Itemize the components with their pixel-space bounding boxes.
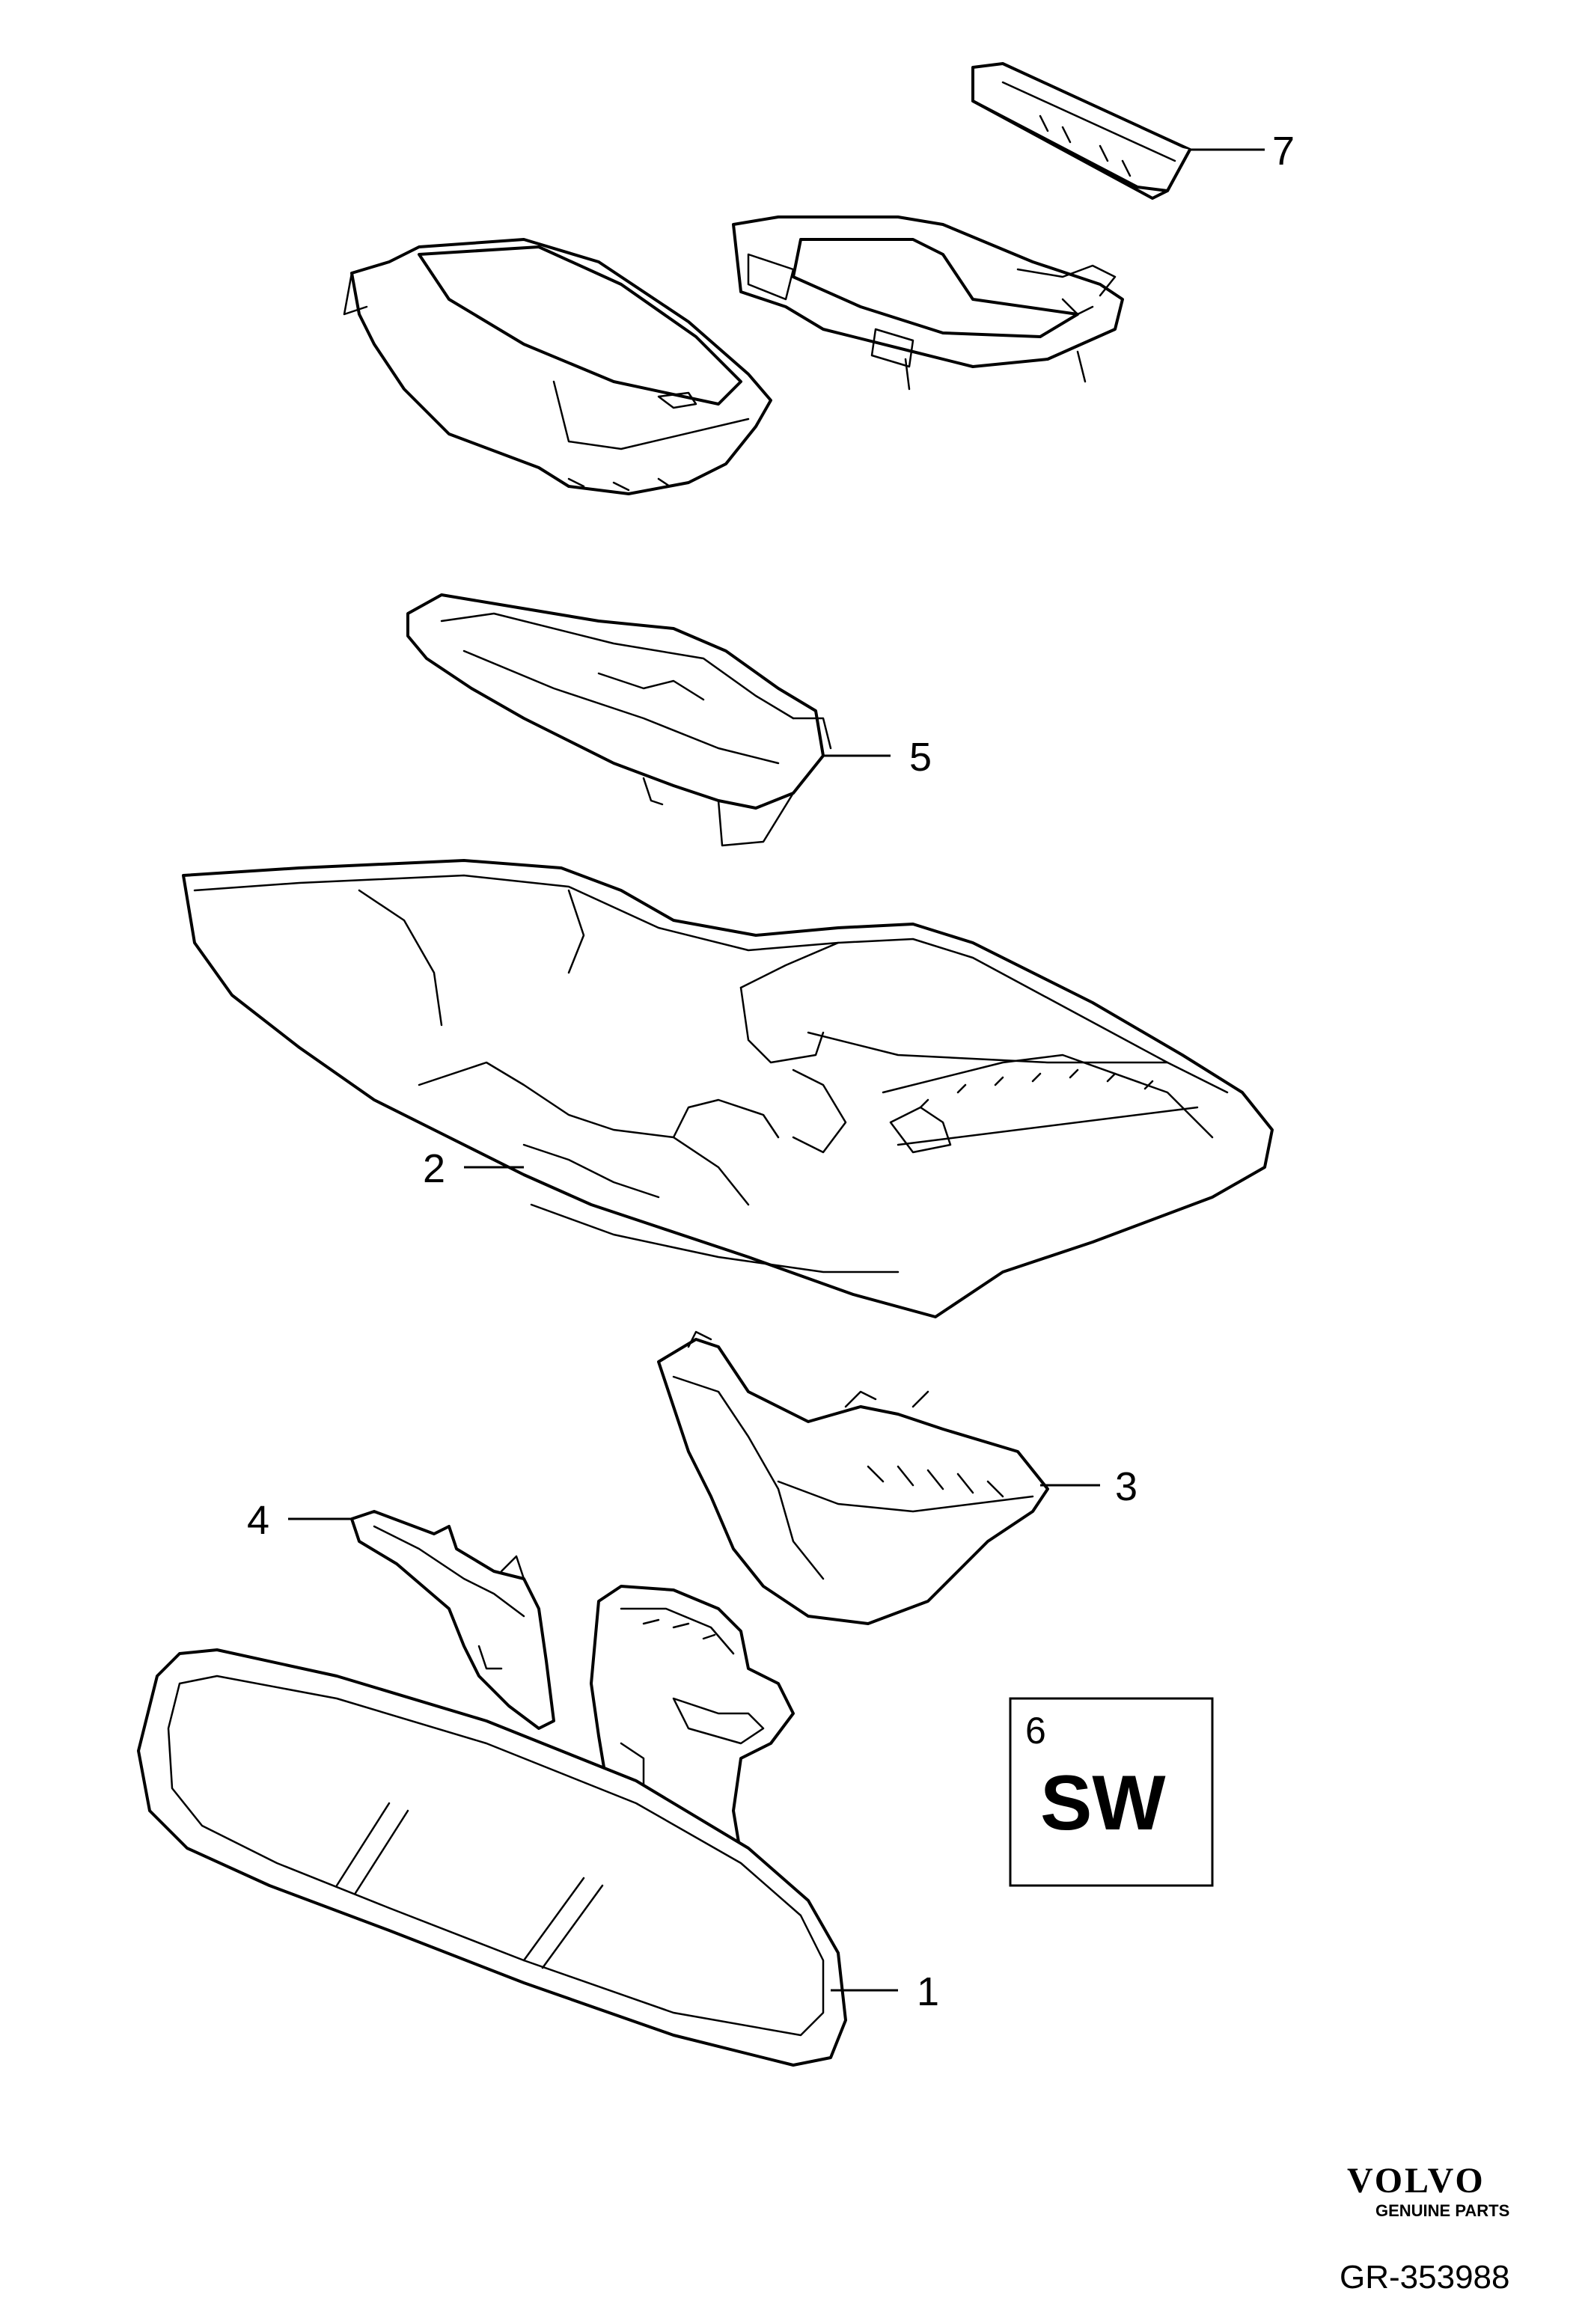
- volvo-logo-text: VOLVO: [1347, 2161, 1485, 2201]
- part-6-software-box: 6 SW: [1009, 1697, 1214, 1887]
- callout-3: 3: [1115, 1464, 1137, 1509]
- genuine-parts-text: GENUINE PARTS: [1375, 2201, 1509, 2220]
- diagram-reference: GR-353988: [1340, 2259, 1509, 2296]
- callout-4: 4: [247, 1498, 269, 1543]
- callout-2: 2: [423, 1146, 445, 1191]
- callout-1: 1: [917, 1969, 939, 2014]
- upper-frame-right: [732, 215, 1124, 391]
- part-3-lower-cover: [657, 1330, 1049, 1625]
- software-box-label: SW: [1040, 1760, 1166, 1847]
- part-2-mirror-base-cover: [182, 859, 1274, 1318]
- callout-7: 7: [1272, 129, 1295, 174]
- part-5-sensor-bracket: [406, 593, 832, 847]
- upper-housing-left: [343, 238, 772, 495]
- callout-5: 5: [909, 735, 932, 780]
- part-7-connector-module: [971, 62, 1191, 200]
- software-box-number: 6: [1025, 1710, 1046, 1752]
- part-4-mounting-bracket: [350, 1510, 555, 1730]
- part-1-rearview-mirror: [137, 1648, 847, 2067]
